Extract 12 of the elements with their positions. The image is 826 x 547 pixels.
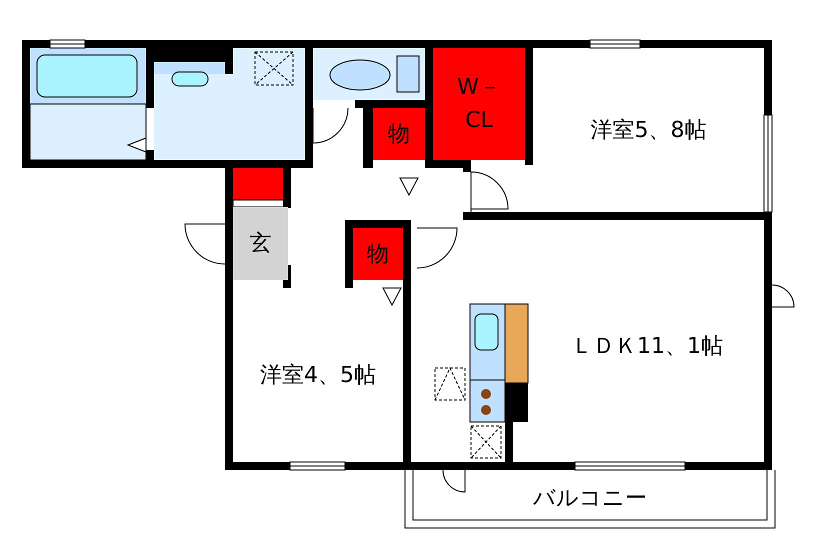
- room-label: バルコニー: [533, 485, 647, 513]
- room-label: 玄: [250, 230, 272, 258]
- entrance: [233, 207, 288, 280]
- room-label: 洋室5、8帖: [590, 116, 706, 144]
- room-label: W－CL: [456, 74, 502, 135]
- room-label: 物: [367, 240, 389, 268]
- room-label: ＬＤＫ11、1帖: [571, 333, 723, 361]
- storage-room: [373, 108, 425, 160]
- storage-room: [353, 228, 403, 280]
- room-label: 物: [388, 120, 410, 148]
- closet-room: [433, 48, 525, 160]
- room-label: 洋室4、5帖: [260, 362, 376, 390]
